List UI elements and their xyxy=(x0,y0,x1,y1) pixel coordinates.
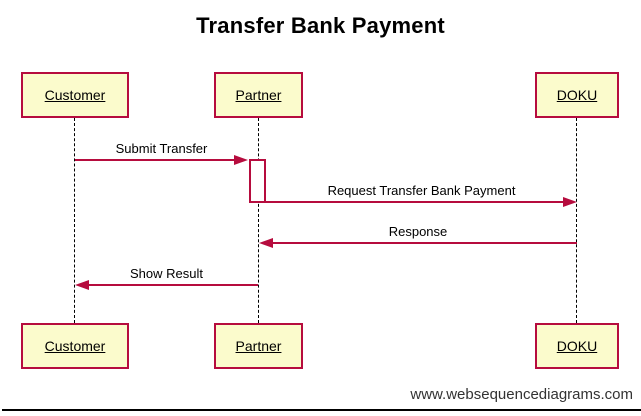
actor-label-partner: Partner xyxy=(235,338,282,354)
message-label: Request Transfer Bank Payment xyxy=(327,183,516,198)
actor-box-customer-bottom: Customer xyxy=(21,323,129,369)
arrowhead-left-icon xyxy=(259,238,273,248)
message-label: Response xyxy=(388,224,448,239)
watermark: www.websequencediagrams.com xyxy=(410,386,633,403)
actor-box-partner-top: Partner xyxy=(214,72,303,118)
diagram-title: Transfer Bank Payment xyxy=(196,13,445,38)
actor-box-doku-top: DOKU xyxy=(535,72,619,118)
arrowhead-right-icon xyxy=(563,197,577,207)
message-line xyxy=(266,201,563,203)
actor-box-partner-bottom: Partner xyxy=(214,323,303,369)
actor-label-customer: Customer xyxy=(44,338,106,354)
actor-label-doku: DOKU xyxy=(556,87,598,103)
lifeline-partner xyxy=(258,118,259,323)
message-line xyxy=(89,284,258,286)
bottom-border-line xyxy=(2,409,641,411)
arrowhead-right-icon xyxy=(234,155,248,165)
actor-label-partner: Partner xyxy=(235,87,282,103)
arrowhead-left-icon xyxy=(75,280,89,290)
lifeline-customer xyxy=(74,118,75,323)
actor-label-doku: DOKU xyxy=(556,338,598,354)
message-line xyxy=(75,159,235,161)
actor-label-customer: Customer xyxy=(44,87,106,103)
message-line xyxy=(273,242,577,244)
activation-bar-partner xyxy=(249,159,266,203)
actor-box-customer-top: Customer xyxy=(21,72,129,118)
message-label: Show Result xyxy=(130,266,203,281)
actor-box-doku-bottom: DOKU xyxy=(535,323,619,369)
message-label: Submit Transfer xyxy=(115,141,208,156)
lifeline-doku xyxy=(576,118,577,323)
